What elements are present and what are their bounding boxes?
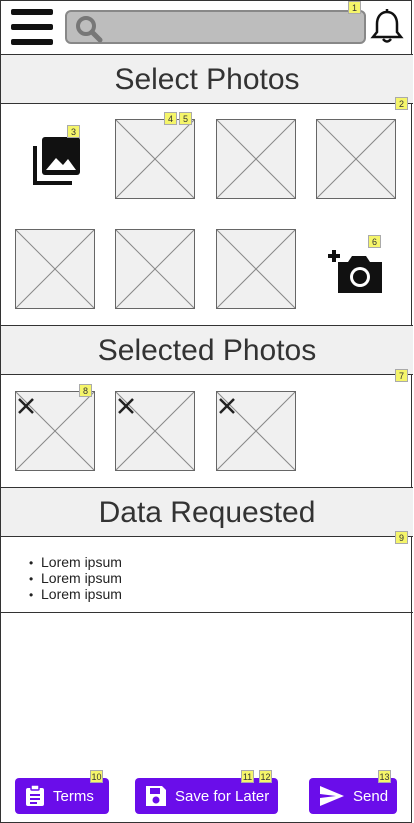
list-item: Lorem ipsum [29, 586, 122, 602]
save-for-later-button[interactable]: Save for Later [135, 778, 278, 814]
section-title-select-photos: Select Photos [1, 54, 413, 104]
save-floppy-icon [146, 786, 166, 806]
hamburger-menu-icon[interactable] [11, 9, 53, 45]
selected-photo-thumbnail[interactable] [15, 391, 95, 471]
send-arrow-icon [320, 786, 344, 806]
remove-close-icon[interactable] [16, 396, 36, 416]
send-button[interactable]: Send [309, 778, 397, 814]
list-item: Lorem ipsum [29, 554, 122, 570]
remove-close-icon[interactable] [217, 396, 237, 416]
annotation-badge: 2 [395, 97, 408, 110]
send-label: Send [353, 787, 389, 805]
selected-photo-thumbnail[interactable] [216, 391, 296, 471]
section-title-data-requested: Data Requested [1, 487, 413, 537]
annotation-badge: 4 [164, 112, 177, 125]
annotation-badge: 8 [79, 384, 92, 397]
annotation-badge: 9 [395, 531, 408, 544]
annotation-badge: 1 [348, 1, 361, 14]
search-icon [76, 16, 103, 43]
photo-thumbnail[interactable] [216, 119, 296, 199]
data-requested-list: Lorem ipsum Lorem ipsum Lorem ipsum [29, 554, 122, 602]
terms-label: Terms [53, 787, 94, 805]
photo-thumbnail[interactable] [115, 119, 195, 199]
selected-photo-thumbnail[interactable] [115, 391, 195, 471]
annotation-badge: 3 [67, 125, 80, 138]
annotation-badge: 12 [259, 770, 272, 783]
photo-thumbnail[interactable] [216, 229, 296, 309]
search-input[interactable] [65, 10, 366, 44]
remove-close-icon[interactable] [116, 396, 136, 416]
section-title-selected-photos: Selected Photos [1, 325, 413, 375]
annotation-badge: 6 [368, 235, 381, 248]
annotation-badge: 11 [241, 770, 254, 783]
photo-library-icon[interactable] [32, 136, 82, 186]
divider [1, 612, 413, 613]
clipboard-icon [26, 785, 44, 806]
annotation-badge: 7 [395, 369, 408, 382]
save-for-later-label: Save for Later [175, 787, 270, 805]
add-photo-camera-icon[interactable] [328, 244, 384, 296]
annotation-badge: 5 [179, 112, 192, 125]
photo-thumbnail[interactable] [15, 229, 95, 309]
annotation-badge: 10 [90, 770, 103, 783]
photo-thumbnail[interactable] [316, 119, 396, 199]
bell-icon[interactable] [370, 8, 404, 46]
photo-thumbnail[interactable] [115, 229, 195, 309]
annotation-badge: 13 [378, 770, 391, 783]
top-bar: 1 [1, 1, 413, 53]
list-item: Lorem ipsum [29, 570, 122, 586]
terms-button[interactable]: Terms [15, 778, 109, 814]
